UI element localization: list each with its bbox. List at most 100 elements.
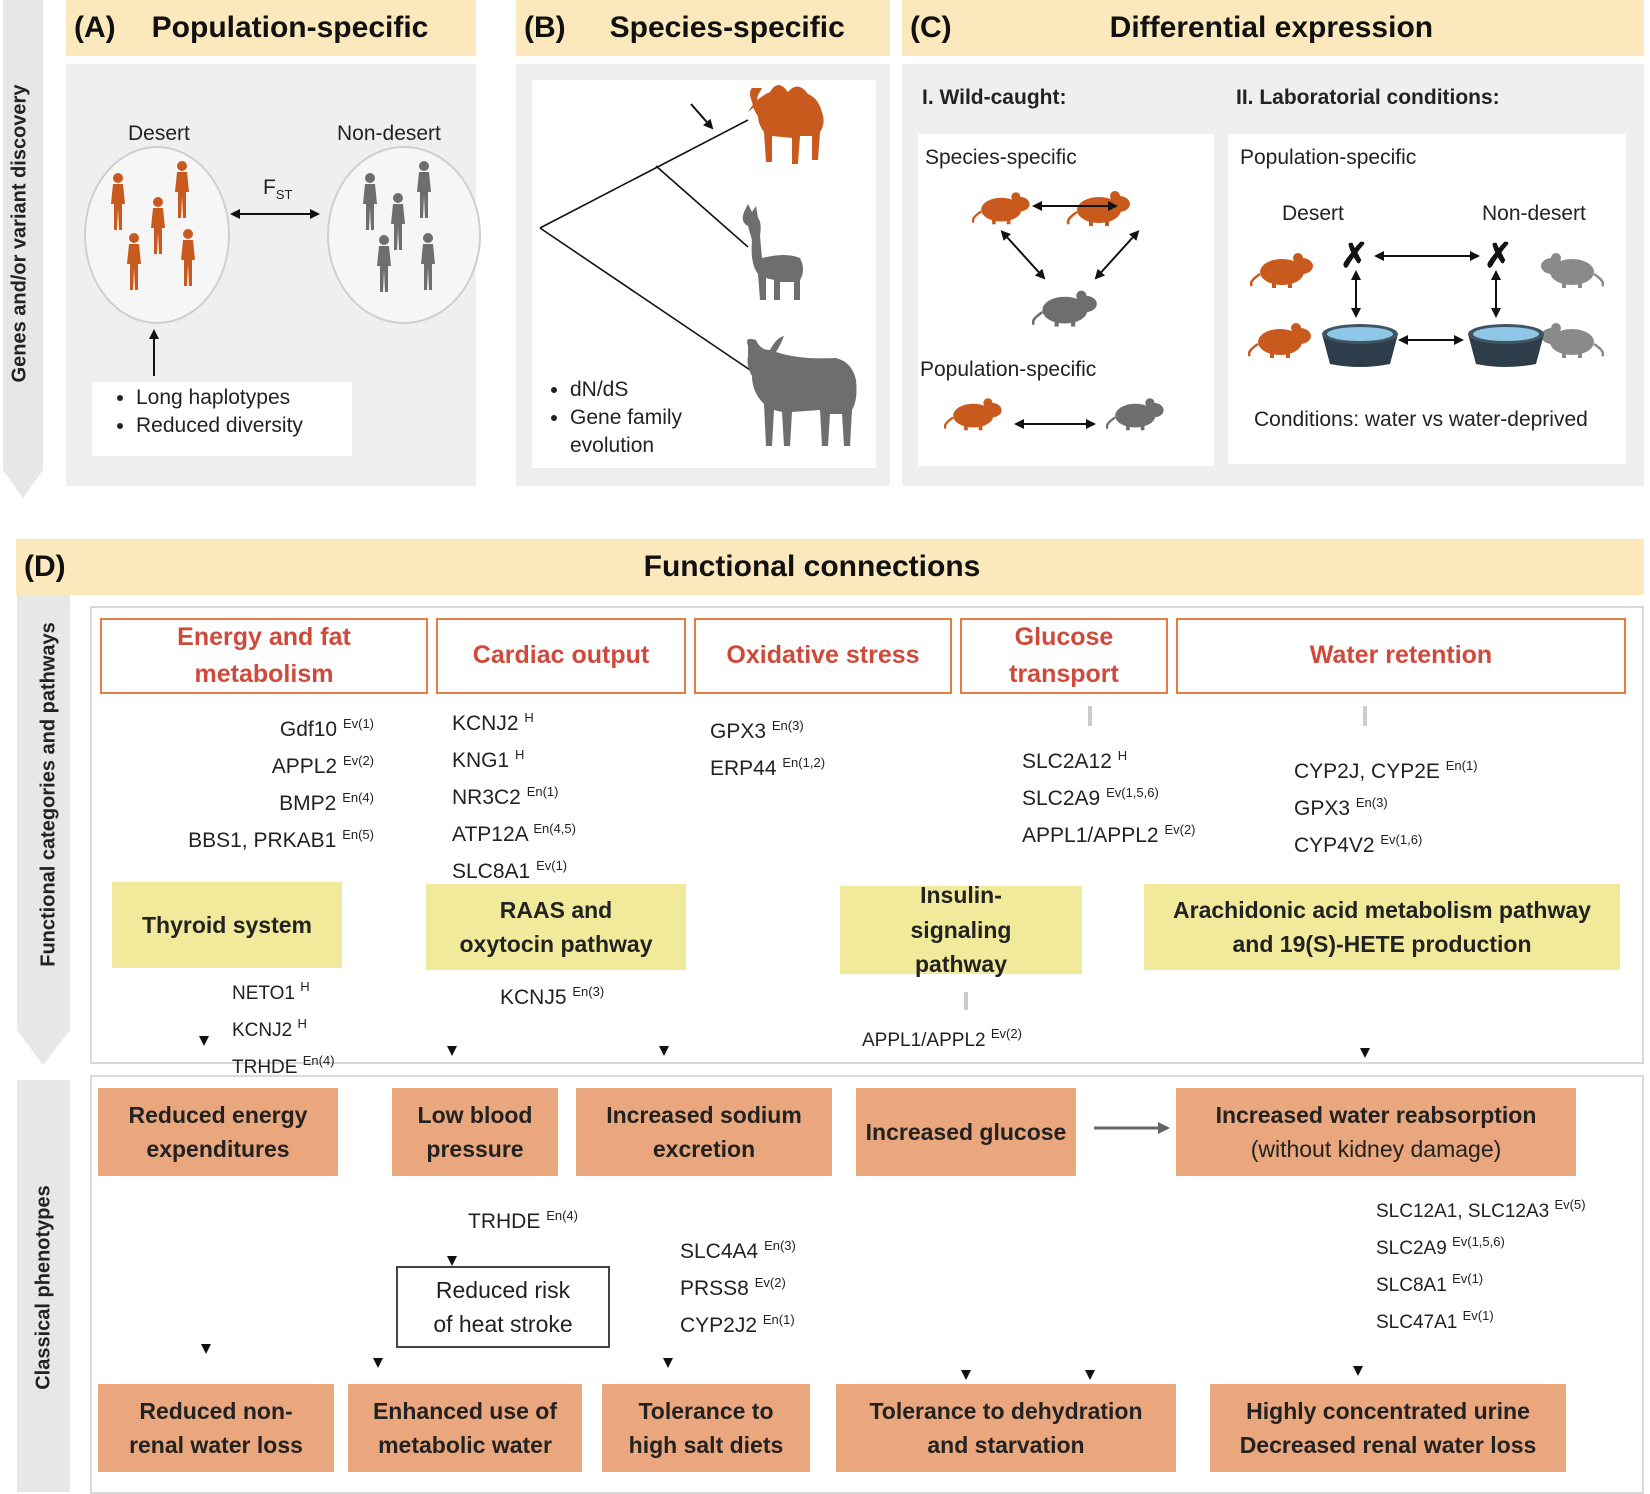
gene-entry: BBS1, PRKAB1 En(5) bbox=[178, 819, 374, 856]
gene-evidence: En(3) bbox=[771, 718, 804, 733]
gene-entry: APPL1/APPL2 Ev(2) bbox=[1022, 814, 1196, 851]
gene-entry: SLC2A9 Ev(1,5,6) bbox=[1376, 1227, 1586, 1264]
gene-name: KCNJ5 bbox=[500, 986, 567, 1009]
nondesert-cross-mark: ✗ bbox=[1484, 237, 1513, 275]
gene-name: PRSS8 bbox=[680, 1277, 749, 1300]
gene-evidence: Ev(2) bbox=[342, 753, 374, 768]
panel-d-label: (D) bbox=[24, 550, 66, 583]
gene-name: Gdf10 bbox=[279, 718, 338, 741]
gene-name: TRHDE bbox=[468, 1210, 541, 1233]
lab-desert-label: Desert bbox=[1282, 202, 1344, 225]
gene-evidence: H bbox=[1117, 748, 1128, 763]
nondesert-label: Non-desert bbox=[337, 122, 441, 145]
panel-b-title: Species-specific bbox=[609, 11, 845, 44]
gene-list-sodium: SLC4A4 En(3)PRSS8 Ev(2)CYP2J2 En(1) bbox=[680, 1230, 796, 1341]
phenotype-tolerance-dehydration-starvation: Tolerance to dehydration and starvation bbox=[836, 1384, 1176, 1472]
gene-entry: GPX3 En(3) bbox=[710, 710, 825, 747]
gene-entry: SLC12A1, SLC12A3 Ev(5) bbox=[1376, 1190, 1586, 1227]
gene-name: KCNJ2 bbox=[452, 712, 519, 735]
gene-entry: SLC2A9 Ev(1,5,6) bbox=[1022, 777, 1196, 814]
phenotype-increased-water-reabsorption: Increased water reabsorption (without ki… bbox=[1176, 1088, 1576, 1176]
gene-entry: CYP4V2 Ev(1,6) bbox=[1294, 824, 1478, 861]
gene-name: APPL1/APPL2 bbox=[1022, 824, 1159, 847]
bullet-dnds: dN/dS bbox=[570, 376, 682, 404]
gene-evidence: H bbox=[515, 747, 525, 762]
category-energy-fat-metabolism: Energy and fat metabolism bbox=[100, 618, 428, 694]
phenotype-low-blood-pressure: Low blood pressure bbox=[392, 1088, 558, 1176]
panel-c-header: (C) Differential expression bbox=[902, 0, 1644, 56]
lab-mice-illustration bbox=[1248, 251, 1604, 367]
phenotype-increased-glucose: Increased glucose bbox=[856, 1088, 1076, 1176]
phenotype-decreased-renal-water-loss: Decreased renal water loss bbox=[1239, 1432, 1537, 1458]
gene-entry: NETO1 H bbox=[232, 972, 335, 1009]
panel-b-bullets: dN/dS Gene family evolution bbox=[532, 376, 682, 460]
lab-nondesert-label: Non-desert bbox=[1482, 202, 1586, 225]
gene-evidence: En(4) bbox=[302, 1053, 335, 1068]
gene-name: BBS1, PRKAB1 bbox=[188, 829, 337, 852]
panel-c-label: (C) bbox=[910, 11, 952, 44]
gene-evidence: Ev(1,5,6) bbox=[1106, 785, 1159, 800]
phenotype-enhanced-metabolic-water: Enhanced use of metabolic water bbox=[348, 1384, 582, 1472]
gene-entry: GPX3 En(3) bbox=[1294, 787, 1478, 824]
gene-evidence: H bbox=[297, 1016, 307, 1031]
gene-name: SLC2A12 bbox=[1022, 750, 1112, 773]
panel-a-title: Population-specific bbox=[151, 11, 429, 44]
camel-icon bbox=[748, 85, 824, 164]
gene-evidence: En(3) bbox=[572, 984, 605, 999]
gene-entry: SLC47A1 Ev(1) bbox=[1376, 1301, 1586, 1338]
panel-d-header: (D) Functional connections bbox=[16, 539, 1644, 595]
gene-evidence: En(1) bbox=[762, 1312, 795, 1327]
panel-b-label: (B) bbox=[524, 11, 566, 44]
gene-entry: KCNJ2 H bbox=[232, 1009, 335, 1046]
gene-name: CYP4V2 bbox=[1294, 834, 1375, 857]
pathway-thyroid-system: Thyroid system bbox=[112, 882, 342, 968]
functional-arrows bbox=[199, 706, 1370, 1380]
gene-evidence: En(5) bbox=[342, 827, 374, 842]
gene-entry: PRSS8 Ev(2) bbox=[680, 1267, 796, 1304]
phenotype-renal-water: Highly concentrated urine Decreased rena… bbox=[1210, 1384, 1566, 1472]
gene-entry: SLC8A1 Ev(1) bbox=[1376, 1264, 1586, 1301]
phenotype-highly-concentrated-urine: Highly concentrated urine bbox=[1246, 1397, 1530, 1424]
sidebar-top bbox=[3, 0, 43, 470]
bullet-gene-family: Gene family bbox=[570, 404, 682, 432]
gene-evidence: Ev(1,5,6) bbox=[1452, 1234, 1505, 1249]
panel-c-title: Differential expression bbox=[1109, 11, 1434, 44]
gene-name: GPX3 bbox=[710, 720, 767, 743]
gene-evidence: H bbox=[524, 710, 534, 725]
nondesert-population-illustration bbox=[327, 146, 481, 324]
category-water-retention: Water retention bbox=[1176, 618, 1626, 694]
gene-name: GPX3 bbox=[1294, 797, 1351, 820]
gene-name: KCNJ2 bbox=[232, 1020, 293, 1041]
water-bowl-icon bbox=[1468, 324, 1544, 367]
gene-name: ATP12A bbox=[452, 823, 528, 846]
pathways-frame bbox=[90, 606, 1644, 1064]
gene-list-energy: Gdf10 Ev(1)APPL2 Ev(2)BMP2 En(4)BBS1, PR… bbox=[178, 708, 374, 856]
gene-entry: APPL1/APPL2 Ev(2) bbox=[862, 1018, 1022, 1056]
gene-name: NR3C2 bbox=[452, 786, 521, 809]
gene-entry: BMP2 En(4) bbox=[178, 782, 374, 819]
gene-evidence: Ev(1) bbox=[536, 858, 568, 873]
gene-evidence: Ev(1) bbox=[1452, 1271, 1484, 1286]
gene-evidence: Ev(2) bbox=[990, 1026, 1022, 1041]
gene-evidence: Ev(1) bbox=[342, 716, 374, 731]
gene-name: TRHDE bbox=[232, 1057, 298, 1078]
gene-list-water: CYP2J, CYP2E En(1)GPX3 En(3)CYP4V2 Ev(1,… bbox=[1294, 750, 1478, 861]
gene-entry: ATP12A En(4,5) bbox=[452, 813, 576, 850]
gene-evidence: En(1) bbox=[1445, 758, 1478, 773]
water-bowl-icon bbox=[1322, 324, 1398, 367]
gene-name: SLC2A9 bbox=[1022, 787, 1101, 810]
gene-name: ERP44 bbox=[710, 757, 777, 780]
bullet-reduced-diversity: Reduced diversity bbox=[136, 412, 303, 440]
gene-name: SLC12A1, SLC12A3 bbox=[1376, 1201, 1550, 1222]
panel-a-bullets: Long haplotypes Reduced diversity bbox=[92, 384, 303, 440]
gene-entry: KCNJ2 H bbox=[452, 702, 576, 739]
phenotype-tolerance-high-salt: Tolerance to high salt diets bbox=[602, 1384, 810, 1472]
gene-evidence: Ev(1,6) bbox=[1380, 832, 1423, 847]
gene-evidence: Ev(2) bbox=[754, 1275, 786, 1290]
population-specific-label: Population-specific bbox=[920, 358, 1097, 381]
gene-entry: NR3C2 En(1) bbox=[452, 776, 576, 813]
gene-evidence: En(3) bbox=[1355, 795, 1388, 810]
gene-name: BMP2 bbox=[279, 792, 337, 815]
